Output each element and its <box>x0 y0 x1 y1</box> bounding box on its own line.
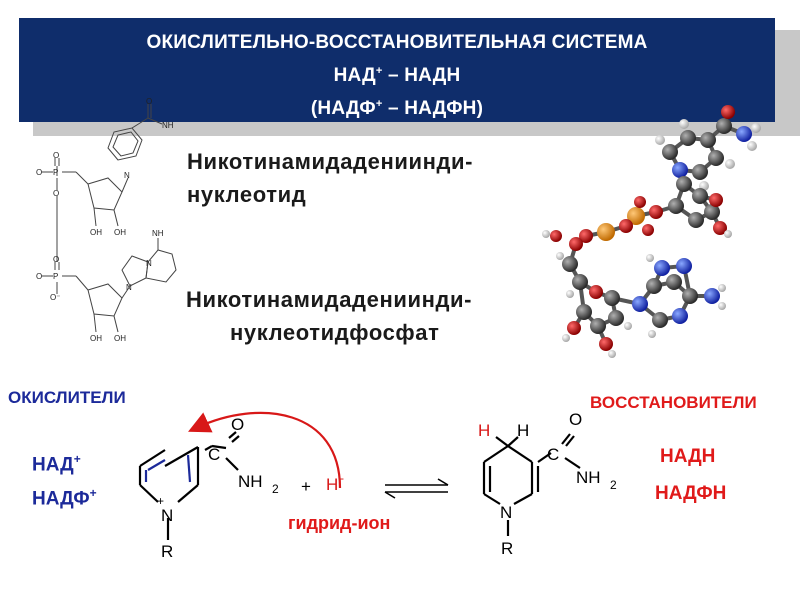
svg-text:NH: NH <box>162 121 174 130</box>
svg-text:O: O <box>53 189 59 198</box>
svg-text:OH: OH <box>114 228 126 237</box>
svg-text:+: + <box>157 494 164 508</box>
nad-full-name: Никотинамидадениинди- нуклеотид <box>187 149 474 207</box>
svg-text:P: P <box>53 168 58 177</box>
title-banner: ОКИСЛИТЕЛЬНО-ВОССТАНОВИТЕЛЬНАЯ СИСТЕМА Н… <box>19 18 775 122</box>
svg-text:OH: OH <box>90 228 102 237</box>
oxidizer-nadp: НАДФ+ <box>32 486 97 510</box>
svg-text:O: O <box>146 97 152 106</box>
svg-text:O: O <box>231 415 244 434</box>
title-line-1: ОКИСЛИТЕЛЬНО-ВОССТАНОВИТЕЛЬНАЯ СИСТЕМА <box>146 32 648 53</box>
svg-text:N: N <box>161 506 173 525</box>
svg-text:R: R <box>501 539 513 558</box>
svg-text:P: P <box>53 272 58 281</box>
svg-text:O: O <box>569 410 582 429</box>
svg-text:O: O <box>36 272 42 281</box>
reducers-heading: ВОССТАНОВИТЕЛИ <box>590 393 757 412</box>
reducer-nadph: НАДФН <box>655 483 727 504</box>
nadh-dihydropyridine-ring <box>482 433 581 536</box>
svg-text:N: N <box>126 283 132 292</box>
hydride-transfer-arrow <box>188 411 342 489</box>
svg-text:NH: NH <box>238 472 263 491</box>
transferred-hydrogen: H <box>478 421 490 440</box>
svg-text:OH: OH <box>114 334 126 343</box>
svg-text:NH: NH <box>152 229 164 238</box>
svg-text:O: O <box>53 255 59 264</box>
svg-text:-: - <box>340 471 344 485</box>
svg-text:NH: NH <box>576 468 601 487</box>
svg-text:N: N <box>146 259 152 268</box>
svg-text:OH: OH <box>90 334 102 343</box>
svg-text:2: 2 <box>272 482 279 496</box>
title-line-3: (НАДФ+ – НАДФН) <box>310 98 484 119</box>
svg-text:2: 2 <box>610 478 617 492</box>
svg-text:N: N <box>124 171 130 180</box>
svg-text:O: O <box>53 151 59 160</box>
equilibrium-arrows <box>384 478 449 499</box>
hydride-H: H <box>326 475 338 494</box>
oxidizers-heading: ОКИСЛИТЕЛИ <box>8 388 126 407</box>
svg-text:N: N <box>500 503 512 522</box>
svg-text:H: H <box>517 421 529 440</box>
nad-plus-pyridinium-ring <box>138 431 240 540</box>
hydride-ion-label: гидрид-ион <box>288 513 391 533</box>
svg-text:O: O <box>36 168 42 177</box>
reducer-nadh: НАДН <box>660 446 716 467</box>
svg-text:+: + <box>301 477 311 496</box>
svg-text:C: C <box>208 445 220 464</box>
svg-text:O⁻: O⁻ <box>50 293 60 302</box>
svg-text:C: C <box>547 445 559 464</box>
title-line-2: НАД+ – НАДН <box>333 65 461 86</box>
nadp-full-name: Никотинамидадениинди- нуклеотидфосфат <box>186 287 473 345</box>
svg-text:R: R <box>161 542 173 561</box>
oxidizer-nad: НАД+ <box>32 452 81 476</box>
